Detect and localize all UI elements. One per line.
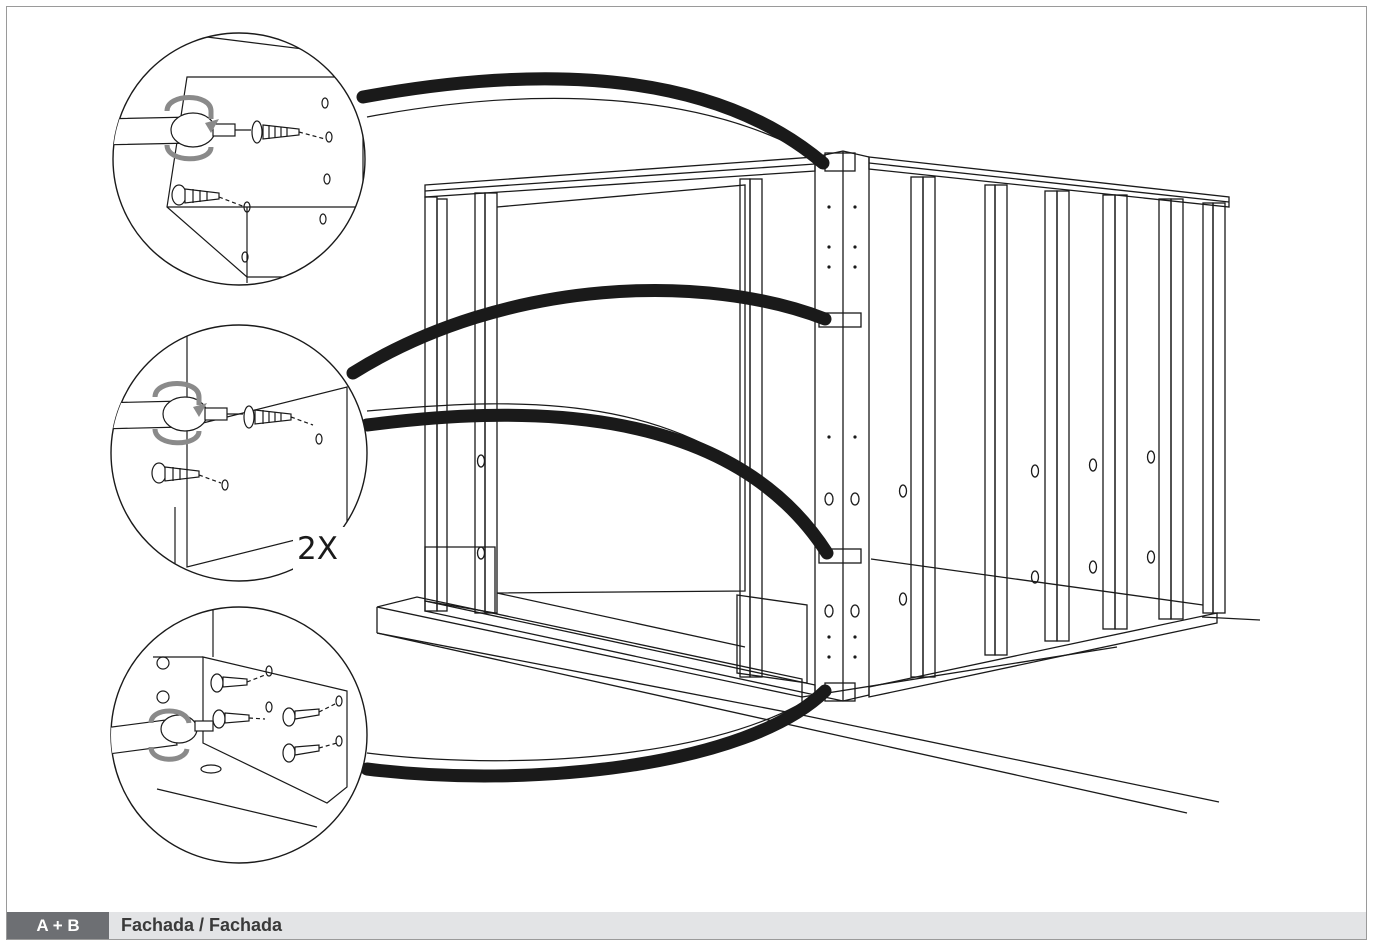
instruction-panel: 2X bbox=[6, 6, 1367, 940]
callout-mid-brackets: 2X bbox=[110, 283, 834, 582]
step-label: A + B bbox=[7, 912, 109, 939]
step-footer: A + B Fachada / Fachada bbox=[7, 912, 1366, 939]
screw-icon bbox=[282, 742, 338, 763]
assembly-drawing: 2X bbox=[110, 32, 1261, 864]
screwdriver-icon bbox=[113, 95, 251, 162]
step-title: Fachada / Fachada bbox=[121, 915, 283, 935]
screw-icon bbox=[282, 702, 338, 727]
screw-icon bbox=[151, 462, 222, 484]
screwdriver-icon bbox=[111, 381, 243, 446]
callout-top-corner bbox=[112, 32, 830, 286]
screw-icon bbox=[243, 405, 314, 429]
corner-post bbox=[814, 150, 870, 702]
screw-icon bbox=[251, 120, 326, 144]
screwdriver-icon bbox=[111, 708, 214, 762]
screw-icon bbox=[171, 184, 246, 208]
screw-icon bbox=[210, 673, 266, 693]
callout-bottom-corner bbox=[110, 606, 832, 864]
side-wall-frame bbox=[476, 156, 1230, 698]
quantity-label: 2X bbox=[297, 531, 338, 567]
screw-icon bbox=[212, 709, 266, 729]
